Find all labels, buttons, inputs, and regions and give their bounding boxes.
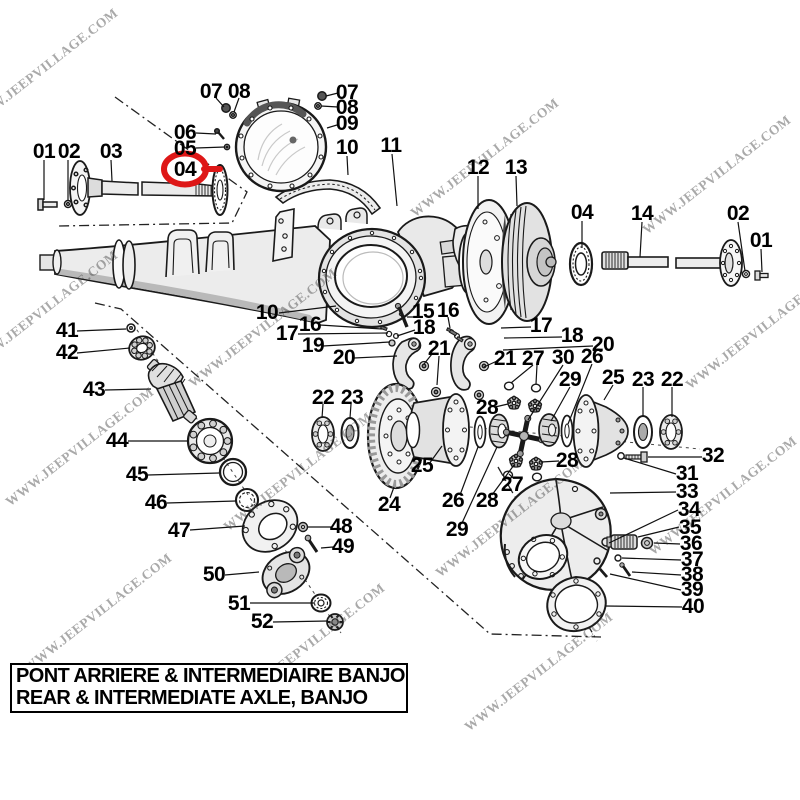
yoke-pins-drawing [455, 335, 464, 343]
part-label-50: 50 [202, 563, 226, 586]
part-label-08: 08 [227, 80, 251, 103]
part-label-42: 42 [55, 341, 79, 364]
part-label-07: 07 [199, 80, 223, 103]
part-label-08: 08 [335, 96, 359, 119]
part-label-23: 23 [631, 368, 655, 391]
part-label-26: 26 [441, 489, 465, 512]
part-label-33: 33 [675, 480, 699, 503]
spider-gears [506, 395, 544, 471]
part-label-15: 15 [411, 300, 435, 323]
part-label-18: 18 [560, 324, 584, 347]
part-label-32: 32 [701, 444, 725, 467]
part-label-44: 44 [105, 429, 129, 452]
part-label-30: 30 [551, 346, 575, 369]
part-label-28: 28 [555, 449, 579, 472]
housing-fasteners-drawing [379, 302, 461, 347]
part-label-49: 49 [331, 535, 355, 558]
part-label-29: 29 [558, 368, 582, 391]
part-label-34: 34 [677, 498, 701, 521]
axle-housing-drawing [39, 207, 482, 329]
part-label-52: 52 [250, 610, 274, 633]
part-label-48: 48 [329, 515, 353, 538]
part-label-13: 13 [504, 156, 528, 179]
part-label-17: 17 [529, 314, 553, 337]
caption-box: PONT ARRIERE & INTERMEDIAIRE BANJO REAR … [10, 663, 408, 713]
part-label-16: 16 [436, 299, 460, 322]
part-label-12: 12 [466, 156, 490, 179]
part-label-18: 18 [412, 316, 436, 339]
part-label-17: 17 [275, 322, 299, 345]
part-label-16: 16 [298, 313, 322, 336]
part-label-28: 28 [475, 489, 499, 512]
part-label-04: 04 [570, 201, 594, 224]
part-label-02: 02 [57, 140, 81, 163]
part-label-11: 11 [380, 134, 402, 157]
axis-lines [132, 323, 701, 634]
part-label-39: 39 [680, 578, 704, 601]
part-label-03: 03 [99, 140, 123, 163]
spring-brackets-drawing [392, 335, 490, 401]
part-label-41: 41 [55, 319, 79, 342]
differential-cluster-drawing [311, 381, 683, 490]
part-label-27: 27 [521, 347, 545, 370]
highlight-circle [161, 150, 223, 188]
part-label-24: 24 [377, 493, 401, 516]
leader-lines [43, 92, 763, 623]
part-label-21: 21 [493, 347, 517, 370]
pinion-column-drawing [126, 323, 344, 631]
brake-and-right-axle-drawing [462, 199, 769, 325]
part-label-21: 21 [427, 337, 451, 360]
part-label-01: 01 [32, 140, 56, 163]
part-label-29: 29 [445, 518, 469, 541]
part-label-27: 27 [500, 473, 524, 496]
part-label-07: 07 [335, 81, 359, 104]
part-label-04: 04 [173, 158, 197, 181]
part-label-43: 43 [82, 378, 106, 401]
caption-line-en: REAR & INTERMEDIATE AXLE, BANJO [16, 686, 368, 709]
part-label-20: 20 [332, 346, 356, 369]
part-label-10: 10 [255, 301, 279, 324]
part-label-02: 02 [726, 202, 750, 225]
part-label-36: 36 [679, 532, 703, 555]
part-label-01: 01 [749, 229, 773, 252]
part-label-46: 46 [144, 491, 168, 514]
part-label-05: 05 [173, 137, 197, 160]
part-label-25: 25 [601, 366, 625, 389]
part-label-19: 19 [301, 334, 325, 357]
axle-shaft-left-group [37, 91, 327, 216]
part-label-22: 22 [660, 368, 684, 391]
part-label-10: 10 [335, 136, 359, 159]
part-label-14: 14 [630, 202, 654, 225]
part-label-06: 06 [173, 121, 197, 144]
part-label-28: 28 [475, 396, 499, 419]
part-label-37: 37 [680, 548, 704, 571]
part-label-25: 25 [410, 454, 434, 477]
part-label-38: 38 [680, 563, 704, 586]
part-label-51: 51 [227, 592, 251, 615]
part-label-47: 47 [167, 519, 191, 542]
part-label-35: 35 [678, 516, 702, 539]
diff-cover-top-drawing [234, 97, 328, 193]
part-label-45: 45 [125, 463, 149, 486]
part-label-40: 40 [681, 595, 705, 618]
part-label-22: 22 [311, 386, 335, 409]
part-label-23: 23 [340, 386, 364, 409]
part-label-09: 09 [335, 112, 359, 135]
part-label-20: 20 [591, 333, 615, 356]
carrier-cover-drawing [499, 477, 654, 633]
part-label-31: 31 [675, 462, 699, 485]
part-label-26: 26 [580, 345, 604, 368]
caption-line-fr: PONT ARRIERE & INTERMEDIAIRE BANJO [16, 665, 405, 687]
